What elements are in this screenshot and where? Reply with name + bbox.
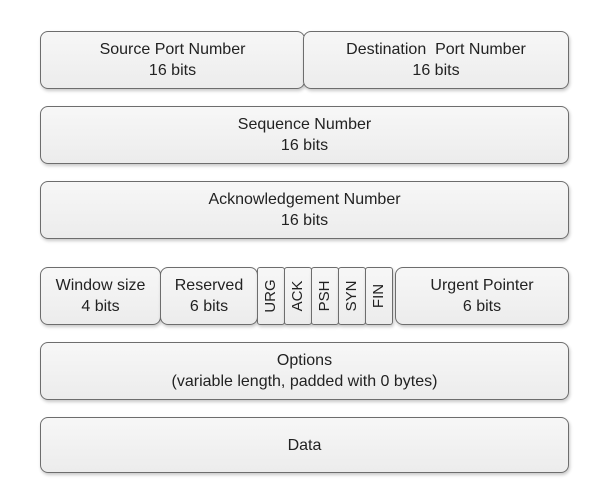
sequence-number-label: Sequence Number	[237, 116, 372, 133]
data-label: Data	[287, 436, 322, 454]
syn-flag-field: SYN	[338, 267, 366, 325]
psh-flag-label: PSH	[316, 280, 333, 312]
window-size-size: 4 bits	[81, 298, 120, 315]
syn-flag-label: SYN	[343, 280, 360, 312]
destination-port-field: Destination Port Number 16 bits	[303, 31, 569, 89]
urgent-pointer-size: 6 bits	[462, 298, 502, 315]
acknowledgement-number-label: Acknowledgement Number	[208, 191, 401, 208]
urgent-pointer-label: Urgent Pointer	[430, 277, 534, 294]
ack-flag-field: ACK	[284, 267, 312, 325]
sequence-number-field: Sequence Number 16 bits	[40, 106, 569, 164]
reserved-field: Reserved 6 bits	[160, 267, 258, 325]
psh-flag-field: PSH	[311, 267, 339, 325]
window-size-label: Window size	[55, 277, 146, 294]
fin-flag-label: FIN	[370, 283, 387, 309]
options-note: (variable length, padded with 0 bytes)	[171, 373, 438, 390]
destination-port-size: 16 bits	[412, 62, 460, 79]
options-field: Options (variable length, padded with 0 …	[40, 342, 569, 400]
source-port-field: Source Port Number 16 bits	[40, 31, 305, 89]
window-size-field: Window size 4 bits	[40, 267, 161, 325]
reserved-size: 6 bits	[189, 298, 229, 315]
reserved-label: Reserved	[174, 277, 244, 294]
source-port-size: 16 bits	[148, 62, 197, 79]
data-field: Data	[40, 417, 569, 473]
destination-port-label: Destination Port Number	[346, 41, 526, 58]
source-port-label: Source Port Number	[99, 41, 246, 58]
urgent-pointer-field: Urgent Pointer 6 bits	[395, 267, 569, 325]
acknowledgement-number-field: Acknowledgement Number 16 bits	[40, 181, 569, 239]
ack-flag-label: ACK	[289, 280, 306, 312]
acknowledgement-number-size: 16 bits	[280, 212, 329, 229]
sequence-number-size: 16 bits	[280, 137, 329, 154]
fin-flag-field: FIN	[365, 267, 393, 325]
urg-flag-label: URG	[262, 279, 279, 313]
urg-flag-field: URG	[257, 267, 285, 325]
options-label: Options	[276, 352, 333, 369]
